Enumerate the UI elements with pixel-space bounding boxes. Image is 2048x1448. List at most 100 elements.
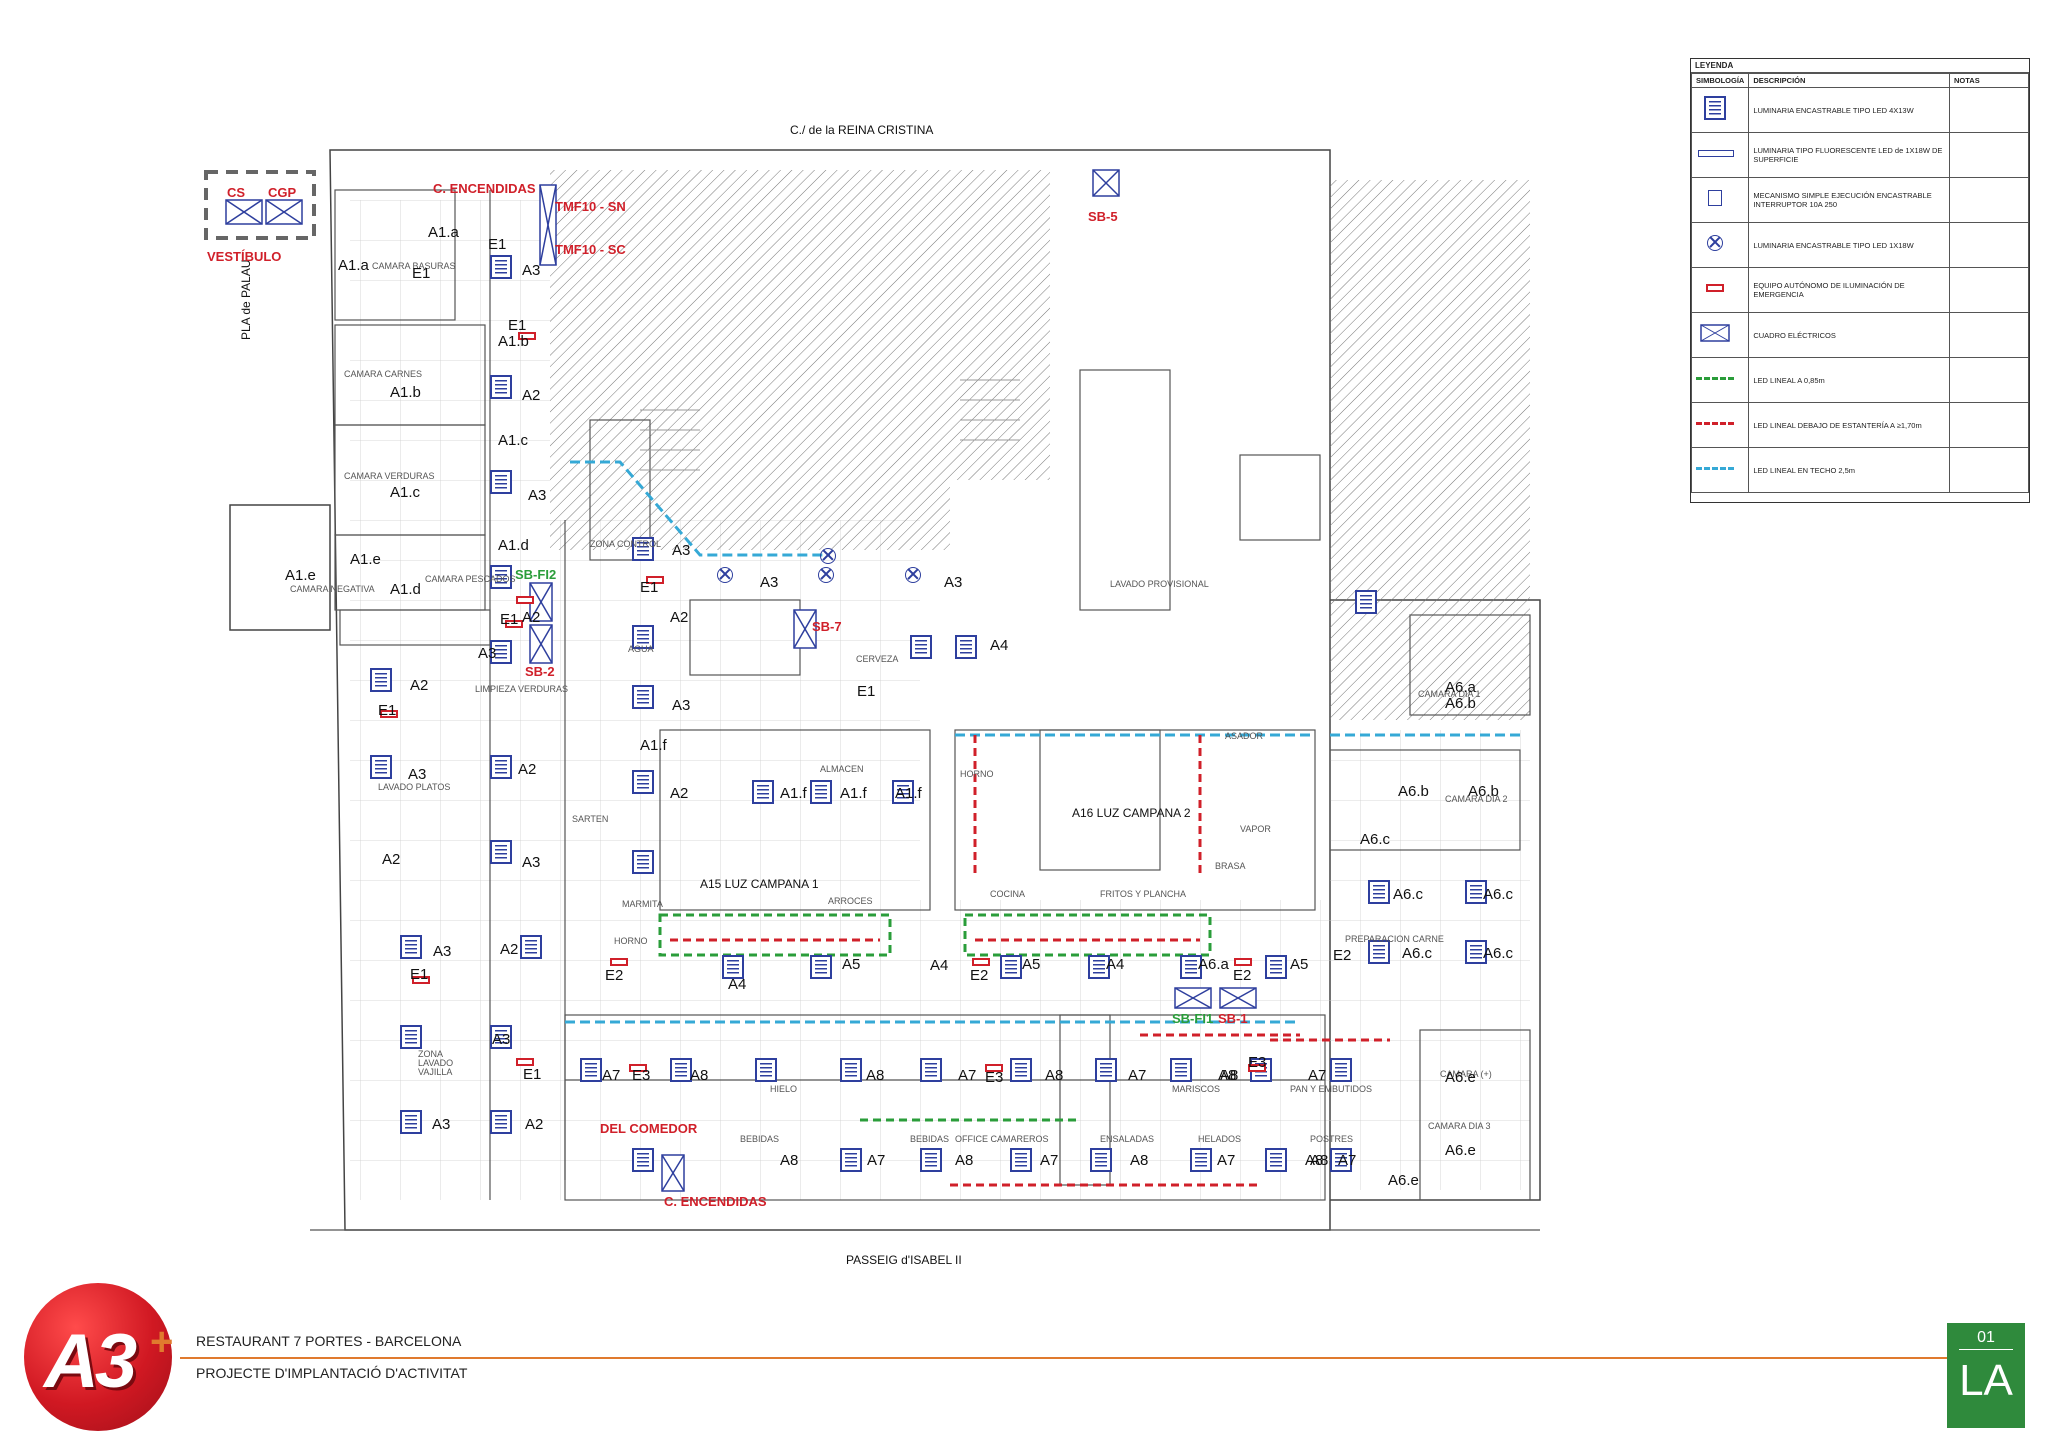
led-panel-icon [490, 470, 512, 494]
fixture-tag: A7 [1338, 1152, 1357, 1169]
fixture-tag: A6.c [1483, 945, 1514, 962]
street-bottom: PASSEIG d'ISABEL II [846, 1253, 962, 1267]
led-panel-icon [722, 955, 744, 979]
fixture-tag: A5 [1290, 956, 1309, 973]
led-panel-icon [490, 755, 512, 779]
legend-row: LED LINEAL EN TECHO 2,5m [1690, 447, 2029, 493]
street-left: PLA de PALAU [239, 259, 253, 341]
emergency-icon [972, 958, 990, 966]
led-panel-icon [1330, 1058, 1352, 1082]
fixture-tag: E1 [508, 317, 527, 334]
fixture-tag: A5 [1022, 956, 1041, 973]
fixture-tag: A3 [522, 262, 541, 279]
fixture-tag: E1 [523, 1066, 542, 1083]
legend-table: SIMBOLOGÍA DESCRIPCIÓN NOTAS LUMINARIA E… [1690, 73, 2029, 493]
led-panel-icon [840, 1058, 862, 1082]
label-camara-carnes: CAMARA CARNES [344, 369, 423, 379]
street-top: C./ de la REINA CRISTINA [790, 123, 934, 137]
fixture-tag: A7 [602, 1067, 621, 1084]
label-postres: POSTRES [1310, 1134, 1354, 1144]
led-panel-icon [490, 255, 512, 279]
fixture-tag: A2 [525, 1116, 544, 1133]
fixture-tag: A2 [410, 677, 429, 694]
fixture-tag: A6.c [1402, 945, 1433, 962]
fixture-tag: A3 [944, 574, 963, 591]
led-panel-icon [920, 1058, 942, 1082]
led-panel-icon [810, 955, 832, 979]
fixture-tag: A1.f [895, 785, 922, 802]
label-sarten: SARTEN [572, 814, 609, 824]
emergency-icon [412, 976, 430, 984]
legend-notes [1949, 87, 2029, 133]
fixture-tag: A4 [1106, 956, 1125, 973]
fixture-tag: A3 [478, 645, 497, 662]
fixture-tag: E1 [857, 683, 876, 700]
fixture-tag: E1 [640, 579, 659, 596]
legend-col-notes: NOTAS [1949, 73, 2029, 88]
fixture-tag: A1.d [498, 537, 529, 554]
emergency-icon [516, 596, 534, 604]
fixture-tag: A2 [522, 387, 541, 404]
led-panel-icon [1095, 1058, 1117, 1082]
label-cgp: CGP [268, 185, 297, 200]
downlight-icon [905, 567, 921, 583]
label-tmf10-sn: TMF10 - SN [555, 199, 626, 214]
fixture-tag: A3 [760, 574, 779, 591]
downlight-icon [1690, 222, 1750, 268]
label-mariscos: MARISCOS [1172, 1084, 1221, 1094]
led-panel-icon [1088, 955, 1110, 979]
emergency-icon [518, 332, 536, 340]
legend-notes [1949, 222, 2029, 268]
fixture-tag: A6.c [1483, 886, 1514, 903]
legend-description: LED LINEAL DEBAJO DE ESTANTERÍA A ≥1,70m [1748, 402, 1950, 448]
fixture-tag: E2 [970, 967, 989, 984]
legend-notes [1949, 357, 2029, 403]
fixture-tag: A6.c [1393, 886, 1424, 903]
fixture-tag: A5 [842, 956, 861, 973]
legend-notes [1949, 177, 2029, 223]
label-almacen: ALMACEN [820, 764, 864, 774]
label-sb1: SB-1 [1218, 1011, 1248, 1026]
legend-row: LED LINEAL DEBAJO DE ESTANTERÍA A ≥1,70m [1690, 402, 2029, 448]
fixture-tag: A3 [672, 697, 691, 714]
fluorescent-icon [1690, 132, 1750, 178]
fixture-tag: E1 [410, 966, 429, 983]
led-panel-icon [370, 668, 392, 692]
fixture-tag: E1 [412, 265, 431, 282]
fixture-tag: E3 [1248, 1054, 1267, 1071]
fixture-tag: A6.b [1468, 783, 1499, 800]
led-panel-icon [580, 1058, 602, 1082]
emergency-icon [1690, 267, 1750, 313]
led-panel-icon [810, 780, 832, 804]
footer-rule [180, 1357, 1970, 1359]
label-camara-dia1: CAMARA DIA 1 [1418, 689, 1481, 699]
fixture-tag: A6.a [1198, 956, 1229, 973]
legend-description: LED LINEAL A 0,85m [1748, 357, 1950, 403]
fixture-tag: A8 [866, 1067, 885, 1084]
legend-row: LUMINARIA ENCASTRABLE TIPO LED 1X18W [1690, 222, 2029, 268]
label-sb7: SB-7 [812, 619, 842, 634]
fixture-tag: A8 [1130, 1152, 1149, 1169]
led-panel-icon [490, 565, 512, 589]
project-subtitle: PROJECTE D'IMPLANTACIÓ D'ACTIVITAT [196, 1365, 468, 1381]
fixture-tag: A7 [1128, 1067, 1147, 1084]
fixture-tag: E2 [1333, 947, 1352, 964]
legend-notes [1949, 132, 2029, 178]
fixture-tag: A1.e [285, 567, 316, 584]
fixture-tag: E1 [378, 702, 397, 719]
led-panel-icon [1690, 87, 1750, 133]
legend-notes [1949, 402, 2029, 448]
fixture-tag: A3 [433, 943, 452, 960]
fixture-tag: A1.b [498, 333, 529, 350]
led-panel-icon [670, 1058, 692, 1082]
fixture-tag: A6.e [1445, 1069, 1476, 1086]
blue-line-icon [1690, 447, 1750, 493]
fixture-tag: A2 [518, 761, 537, 778]
led-panel-icon [1090, 1148, 1112, 1172]
led-panel-icon [632, 1148, 654, 1172]
fixture-tag: A3 [528, 487, 547, 504]
fixture-tag: A8 [1305, 1152, 1324, 1169]
led-panel-icon [1190, 1148, 1212, 1172]
logo-text: A3 [44, 1319, 137, 1404]
legend-col-symbol: SIMBOLOGÍA [1690, 73, 1750, 88]
